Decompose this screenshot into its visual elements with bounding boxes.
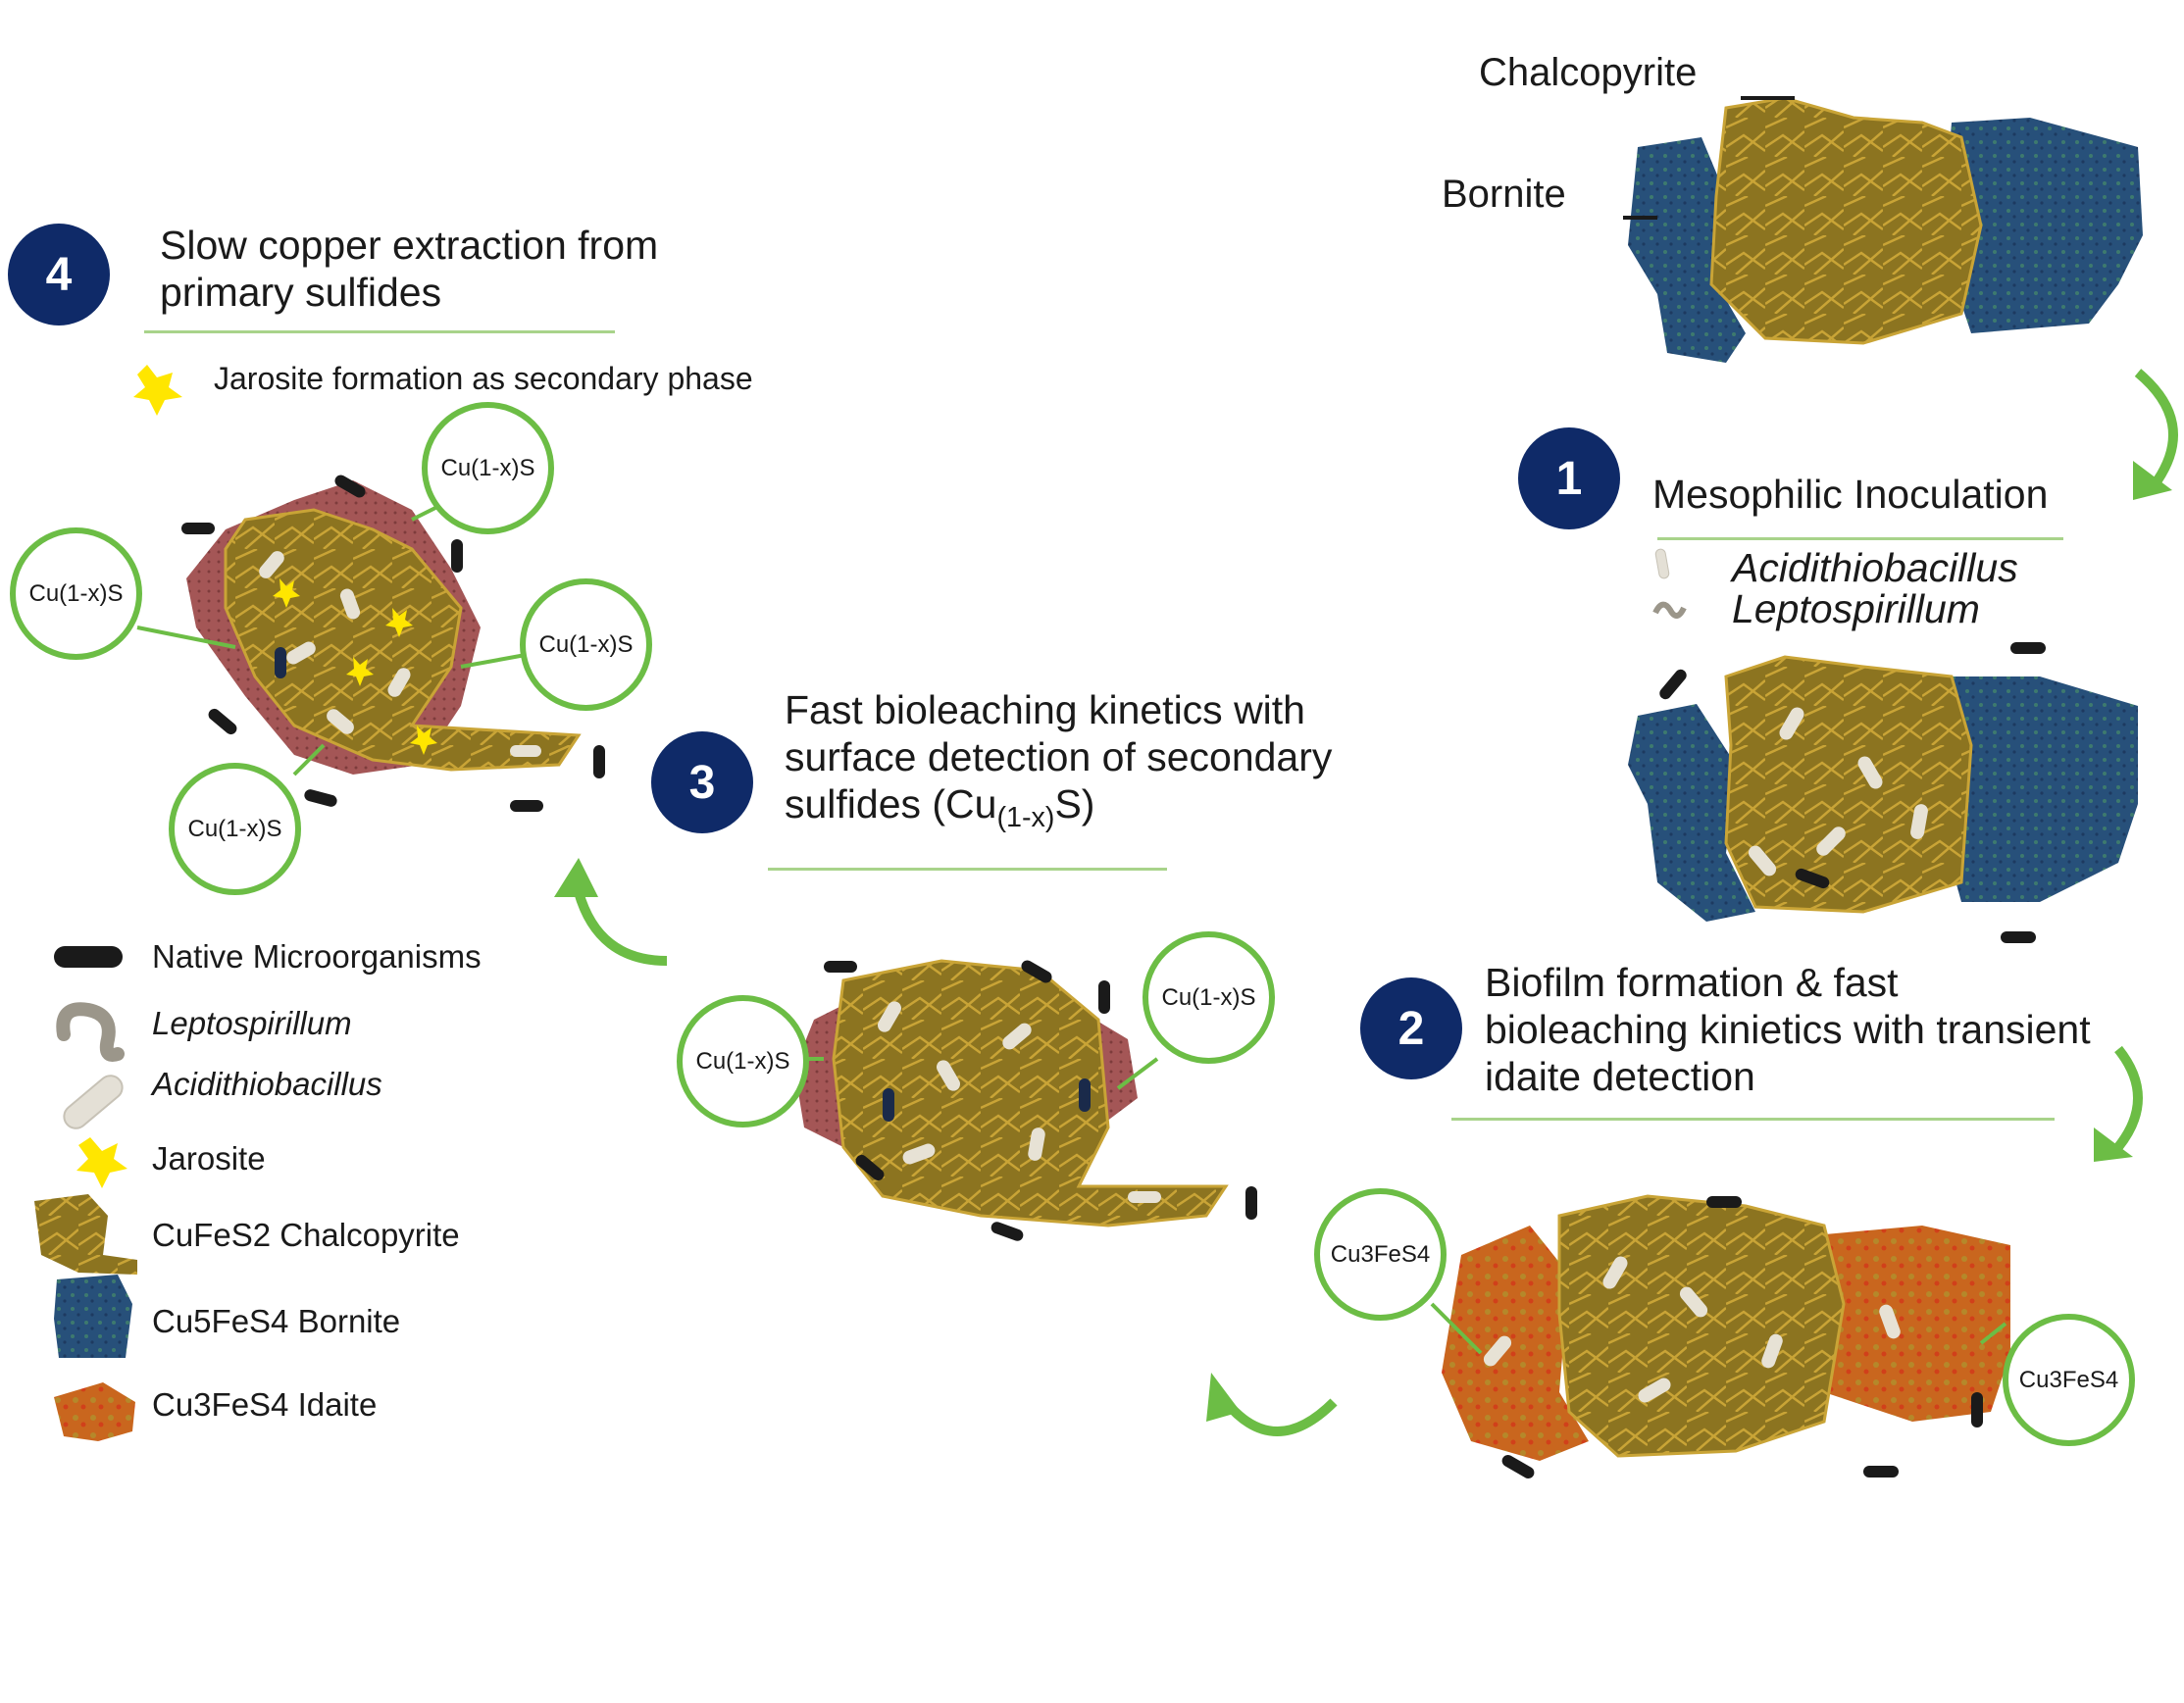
step-1-title: Mesophilic Inoculation	[1652, 472, 2049, 517]
mineral-stage-4	[181, 475, 605, 812]
step-1-rule	[1657, 537, 2063, 540]
cu3fes4-circle: Cu3FeS4	[1314, 1188, 1447, 1321]
step-4-line-1: Slow copper extraction from	[160, 223, 659, 268]
cu1xs-circle: Cu(1-x)S	[677, 995, 809, 1127]
cu1xs-circle: Cu(1-x)S	[10, 527, 142, 660]
step-3-text: Fast bioleaching kinetics with surface d…	[785, 686, 1332, 841]
mineral-top-right	[1623, 96, 2143, 363]
cu3fes4-circle: Cu3FeS4	[2003, 1314, 2135, 1446]
arrow-1	[2133, 369, 2178, 500]
step-1-org-acidithiobacillus: Acidithiobacillus	[1732, 545, 2018, 590]
label-bornite: Bornite	[1442, 173, 1566, 216]
legend-leptospirillum: Leptospirillum	[152, 1005, 352, 1041]
step-2-badge: 2	[1360, 977, 1462, 1079]
legend-chalcopyrite: CuFeS2 Chalcopyrite	[152, 1217, 460, 1253]
step-2-line-3: idaite detection	[1485, 1054, 1755, 1099]
mineral-idaite-stage	[1442, 1194, 2010, 1478]
mineral-after-inoculation	[1628, 642, 2138, 943]
legend-native: Native Microorganisms	[152, 938, 482, 975]
step-2-line-1: Biofilm formation & fast	[1485, 960, 1899, 1005]
legend-acidithiobacillus: Acidithiobacillus	[152, 1066, 382, 1102]
step-4-rule	[144, 330, 615, 333]
step-2-text: Biofilm formation & fast bioleaching kin…	[1485, 959, 2091, 1100]
step-1-org-leptospirillum: Leptospirillum	[1732, 586, 1980, 631]
step-3-line-1: Fast bioleaching kinetics with	[785, 687, 1305, 732]
step-3-line-3: sulfides (Cu(1-x)S)	[785, 781, 1095, 834]
cu1xs-circle: Cu(1-x)S	[422, 402, 554, 534]
label-chalcopyrite: Chalcopyrite	[1479, 51, 1698, 94]
step-4-text: Slow copper extraction from primary sulf…	[160, 222, 658, 316]
arrow-3	[1206, 1373, 1338, 1436]
step-4-note: Jarosite formation as secondary phase	[214, 361, 753, 396]
step-2-line-2: bioleaching kinietics with transient	[1485, 1007, 2091, 1052]
step-2-rule	[1451, 1118, 2055, 1121]
legend-jarosite: Jarosite	[152, 1140, 266, 1177]
step-4-badge: 4	[8, 224, 110, 326]
step-3-rule	[768, 868, 1167, 871]
step-4-line-2: primary sulfides	[160, 270, 442, 315]
step-3-badge: 3	[651, 731, 753, 833]
legend-bornite: Cu5FeS4 Bornite	[152, 1303, 401, 1339]
cu1xs-circle: Cu(1-x)S	[169, 763, 301, 895]
arrow-4	[554, 858, 668, 966]
cu1xs-circle: Cu(1-x)S	[520, 578, 652, 711]
cu1xs-circle: Cu(1-x)S	[1143, 931, 1275, 1064]
legend-icons	[34, 946, 137, 1441]
arrow-2	[2094, 1045, 2143, 1162]
step-1-badge: 1	[1518, 427, 1620, 529]
mineral-stage-3	[794, 959, 1257, 1241]
step-3-line-2: surface detection of secondary	[785, 734, 1333, 779]
legend-idaite: Cu3FeS4 Idaite	[152, 1386, 378, 1423]
